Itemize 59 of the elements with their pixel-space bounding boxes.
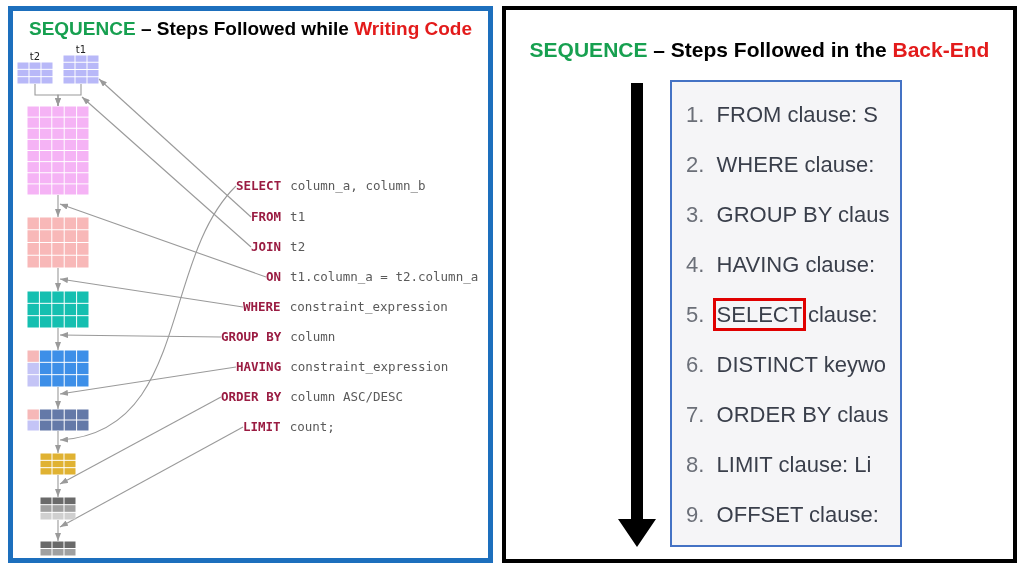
list-item: 7. ORDER BY claus (685, 401, 890, 429)
sql-expression: column ASC/DESC (290, 389, 404, 405)
table-icon (27, 217, 89, 268)
table-name: t1 (74, 44, 88, 55)
arrow (55, 430, 61, 454)
table-icon (27, 350, 89, 387)
sql-keyword: FROM (251, 209, 282, 225)
table-icon (27, 291, 89, 328)
sql-expression: t1.column_a = t2.column_a (290, 269, 479, 285)
list-item: 9. OFFSET clause: (685, 501, 880, 529)
leader-line (59, 203, 267, 278)
sql-keyword: LIMIT (243, 419, 281, 435)
sql-expression: column_a, column_b (290, 178, 426, 194)
leader-line (81, 96, 252, 248)
sql-expression: column (290, 329, 336, 345)
sql-keyword: JOIN (251, 239, 282, 255)
leader-line (98, 78, 252, 218)
leader-line (59, 332, 222, 339)
leader-line (59, 366, 237, 396)
leader-line (59, 396, 222, 485)
sql-expression: t2 (290, 239, 306, 255)
list-box (670, 80, 902, 547)
arrow (55, 386, 61, 410)
arrow (55, 83, 82, 107)
arrow (55, 327, 61, 351)
sql-keyword: ON (266, 269, 282, 285)
arrow (55, 519, 61, 542)
panel (502, 6, 1017, 563)
table-icon (40, 497, 76, 520)
leader-line (59, 277, 244, 308)
sql-keyword: WHERE (243, 299, 281, 315)
sql-expression: constraint_expression (290, 359, 449, 375)
sql-keyword: SELECT (236, 178, 282, 194)
leader-line (59, 185, 237, 442)
sql-keyword: ORDER BY (221, 389, 282, 405)
table-icon (27, 409, 89, 431)
list-item: 2. WHERE clause: (685, 151, 876, 179)
table-icon (40, 541, 76, 556)
list-item: 8. LIMIT clause: Li (685, 451, 873, 479)
list-item: 5. SELECT clause: (672, 290, 900, 340)
sql-expression: count; (289, 419, 335, 435)
list-item: 4. HAVING clause: (685, 251, 877, 279)
table-icon (40, 453, 76, 475)
list-item: 3. GROUP BY claus (685, 201, 891, 229)
list-item: 1. FROM clause: S (685, 101, 879, 129)
sql-expression: constraint_expression (289, 299, 448, 315)
arrow (55, 267, 61, 292)
table-name: t2 (28, 51, 42, 62)
sql-keyword: HAVING (236, 359, 282, 375)
arrow (55, 474, 61, 498)
panel (8, 6, 493, 563)
list-item: 6. DISTINCT keywo (685, 351, 888, 379)
leader-line (59, 426, 244, 528)
sql-expression: t1 (290, 209, 306, 225)
sql-keyword: GROUP BY (221, 329, 282, 345)
panel-title: SEQUENCE – Steps Followed in the Back-End (528, 39, 991, 61)
arrow (55, 194, 61, 218)
panel-title: SEQUENCE – Steps Followed while Writing Code (27, 18, 473, 40)
table-icon (27, 106, 89, 195)
